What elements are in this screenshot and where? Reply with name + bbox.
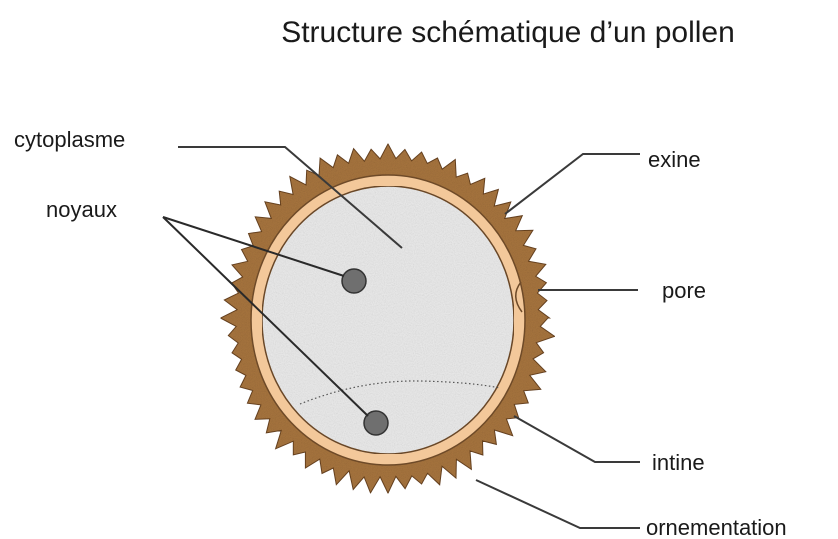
- intine-leader-line: [514, 416, 640, 462]
- label-cytoplasme: cytoplasme: [14, 127, 125, 152]
- label-intine: intine: [652, 450, 705, 475]
- label-noyaux: noyaux: [46, 197, 117, 222]
- label-exine: exine: [648, 147, 701, 172]
- nucleus-upper: [342, 269, 366, 293]
- ornementation-leader-line: [476, 480, 640, 528]
- exine-leader-line: [505, 154, 640, 214]
- label-ornementation: ornementation: [646, 515, 787, 539]
- cytoplasm-region: [262, 186, 514, 454]
- label-pore: pore: [662, 278, 706, 303]
- diagram-title: Structure schématique d’un pollen: [281, 16, 735, 49]
- pollen-grain: [221, 144, 555, 493]
